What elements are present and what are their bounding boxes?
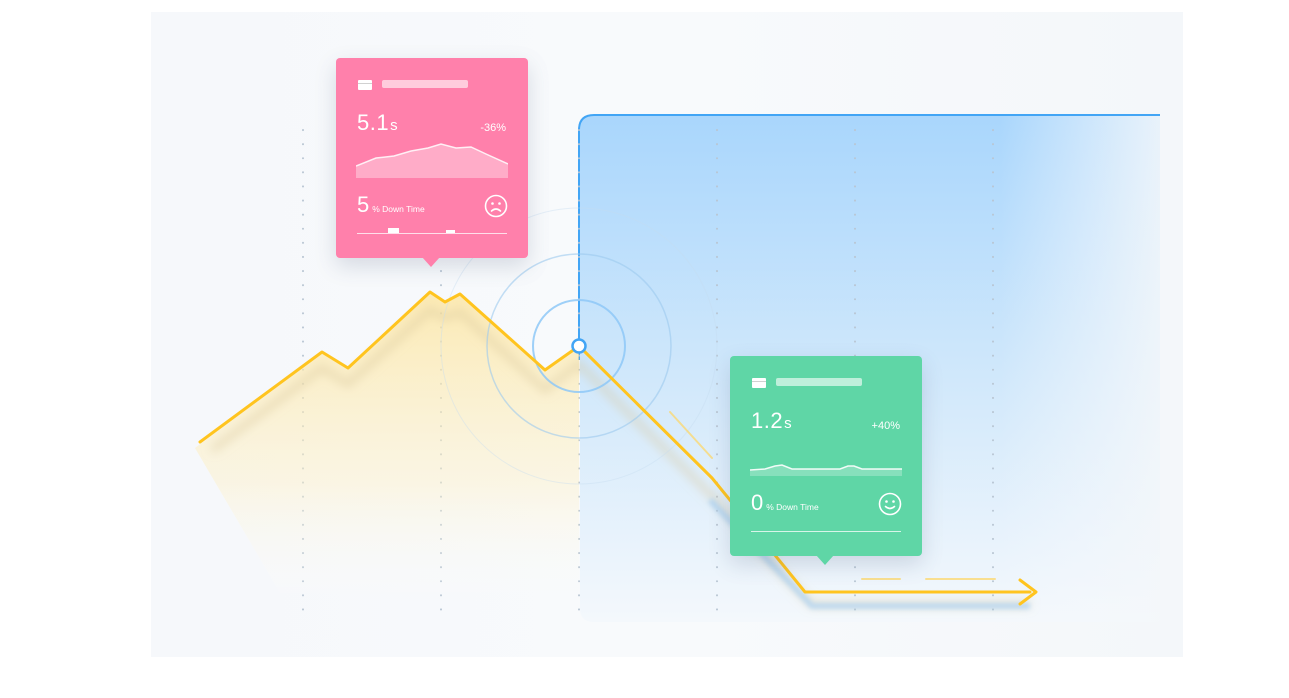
downtime-label: % Down Time [766,502,819,512]
downtime-value: 0 [751,490,764,515]
card-pointer [816,555,834,565]
downtime-baseline [357,233,507,234]
response-time-unit: s [390,117,399,134]
fast-metric-card: 1.2s +40% 0% Down Time [730,356,922,565]
slow-metric-card: 5.1s -36% 5% Down Time [336,58,528,267]
trend-arrowhead [1018,578,1038,606]
downtime: 0% Down Time [751,490,819,516]
response-time-unit: s [784,415,793,432]
smile-face-icon [878,492,902,516]
change-percent: -36% [480,122,506,134]
response-time: 5.1s [357,110,398,136]
window-icon [752,378,766,388]
window-icon [358,80,372,90]
downtime-bar [446,230,455,233]
change-percent: +40% [871,420,900,432]
downtime: 5% Down Time [357,192,425,218]
speed-streaks [669,411,996,580]
card-title-placeholder [776,378,862,386]
downtime-bar [388,228,399,233]
pivot-node [571,338,587,354]
response-time: 1.2s [751,408,792,434]
response-time-value: 5.1 [357,110,390,135]
card-title-placeholder [382,80,468,88]
pulse-rings [440,207,718,485]
downtime-label: % Down Time [372,204,425,214]
card-pointer [422,257,440,267]
sad-face-icon [484,194,508,218]
sparkline-chart [356,143,508,178]
response-time-value: 1.2 [751,408,784,433]
sparkline-chart [750,464,902,476]
downtime-baseline [751,531,901,532]
downtime-value: 5 [357,192,370,217]
